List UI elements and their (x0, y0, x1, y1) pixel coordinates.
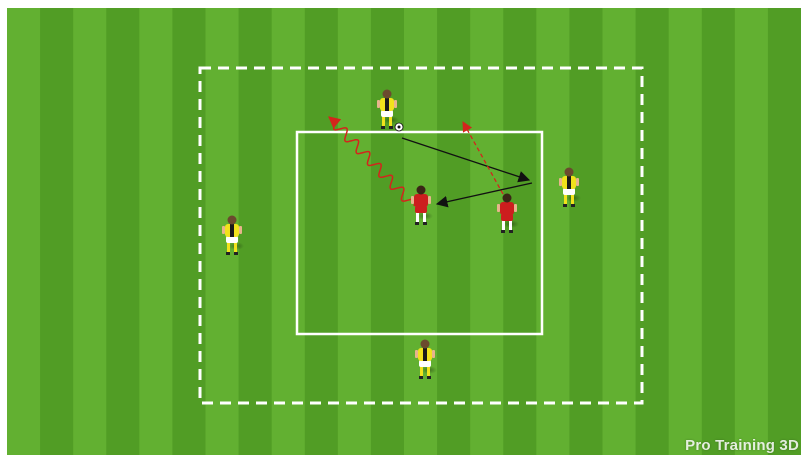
training-pitch-diagram (7, 8, 801, 455)
grass-stripe (7, 8, 41, 455)
grass-stripe (437, 8, 471, 455)
ball (395, 123, 403, 131)
grass-stripe (272, 8, 306, 455)
grass-stripe (702, 8, 736, 455)
grass-stripe (239, 8, 273, 455)
grass-stripe (669, 8, 703, 455)
grass-stripes (7, 8, 801, 455)
grass-stripe (404, 8, 438, 455)
grass-stripe (768, 8, 801, 455)
grass-stripe (735, 8, 769, 455)
grass-stripe (503, 8, 537, 455)
grass-stripe (106, 8, 140, 455)
grass-stripe (569, 8, 603, 455)
grass-stripe (371, 8, 405, 455)
grass-stripe (73, 8, 107, 455)
grass-stripe (470, 8, 504, 455)
grass-stripe (603, 8, 637, 455)
grass-stripe (40, 8, 74, 455)
watermark-logo: Pro Training 3D (685, 437, 799, 454)
grass-stripe (305, 8, 339, 455)
grass-stripe (338, 8, 372, 455)
grass-stripe (139, 8, 173, 455)
